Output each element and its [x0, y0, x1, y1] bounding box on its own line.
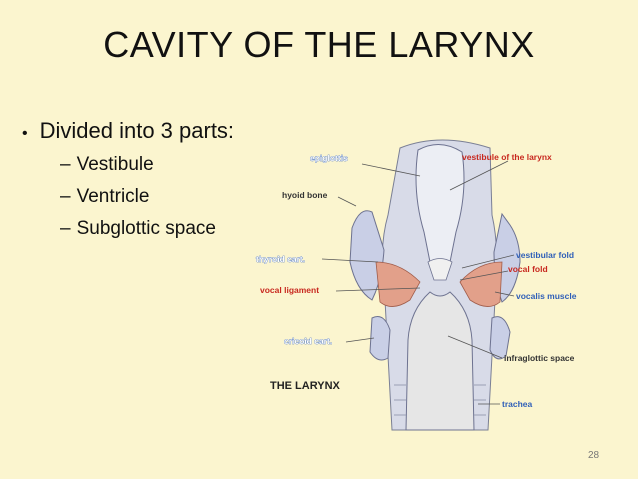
diagram-caption: THE LARYNX: [270, 380, 341, 392]
sub-item-subglottic: – Subglottic space: [60, 218, 234, 240]
trachea-rings: [394, 384, 486, 416]
main-bullet: • Divided into 3 parts:: [22, 118, 234, 144]
sub-item-text: Vestibule: [76, 154, 154, 175]
leader-lines: [321, 160, 515, 405]
dash: –: [60, 186, 71, 207]
slide-title: CAVITY OF THE LARYNX: [103, 24, 535, 65]
bullet-list: • Divided into 3 parts: – Vestibule – Ve…: [22, 118, 234, 250]
label-vestibular-fold: vestibular fold: [516, 250, 574, 260]
sub-item-ventricle: – Ventricle: [60, 186, 234, 208]
label-vestibule: vestibule of the larynx: [462, 152, 552, 162]
label-vocal-fold: vocal fold: [508, 264, 548, 274]
dash: –: [60, 218, 71, 239]
airway-lumen: [405, 291, 475, 431]
sub-item-text: Ventricle: [76, 186, 150, 207]
left-vocalis-muscle: [375, 261, 421, 307]
label-trachea: trachea: [502, 399, 533, 409]
page-number: 28: [588, 450, 600, 461]
bullet-dot: •: [22, 125, 28, 142]
dash: –: [60, 154, 71, 175]
label-vocal-ligament: vocal ligament: [260, 285, 319, 295]
right-cricoid-cartilage: [489, 316, 511, 360]
right-vocalis-muscle: [459, 261, 503, 307]
epiglottis-shape: [415, 144, 465, 263]
label-epiglottis: epiglottis: [310, 153, 348, 163]
label-infraglottic-space: infraglottic space: [504, 353, 575, 363]
label-hyoid-bone: hyoid bone: [282, 190, 328, 200]
main-bullet-text: Divided into 3 parts:: [39, 118, 235, 143]
label-cricoid-cart: cricoid cart.: [284, 336, 332, 346]
sub-item-vestibule: – Vestibule: [60, 154, 234, 176]
sub-item-text: Subglottic space: [76, 218, 216, 239]
left-cricoid-cartilage: [369, 316, 391, 361]
label-vocalis-muscle: vocalis muscle: [516, 291, 577, 301]
vestibule-lumen: [427, 258, 453, 281]
label-thyroid-cart: thyroid cart.: [256, 254, 305, 264]
